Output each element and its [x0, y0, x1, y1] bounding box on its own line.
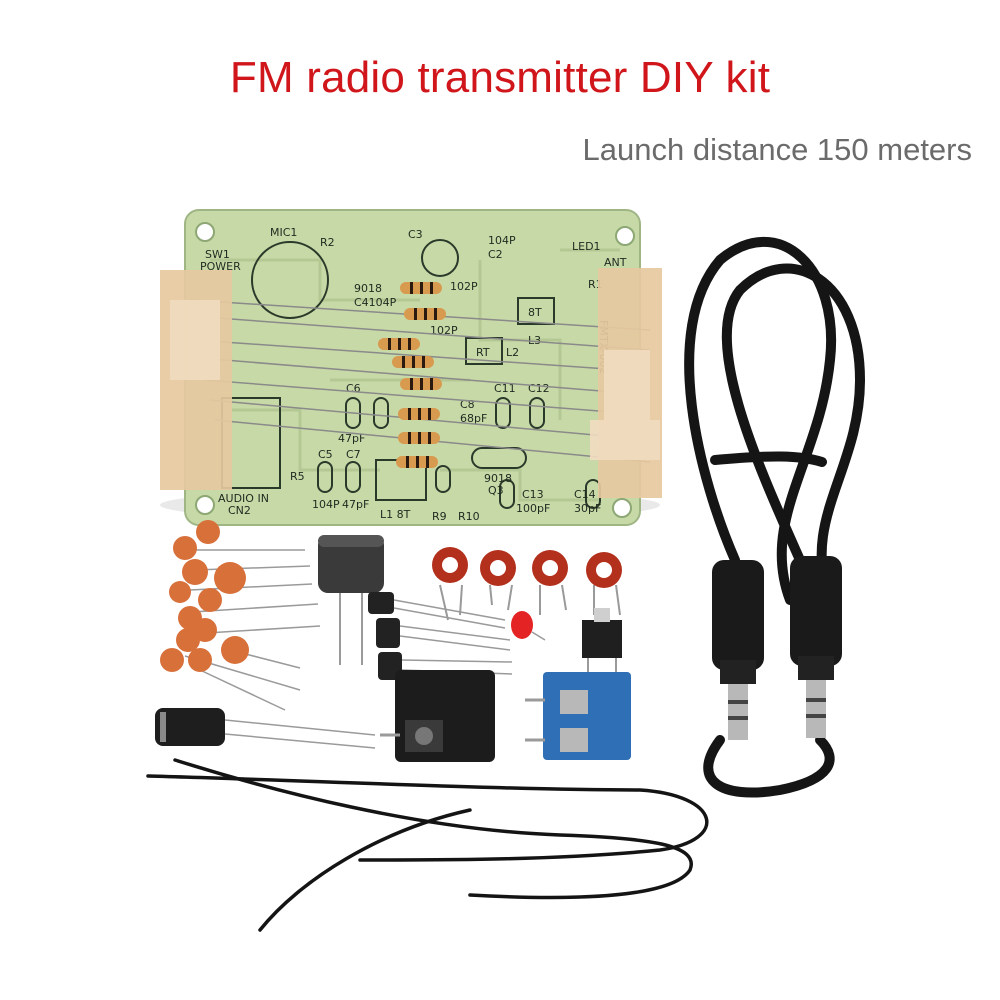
audio-jack-right — [790, 556, 842, 738]
inductor-coils — [432, 547, 622, 621]
audio-cable — [684, 236, 866, 798]
label-c5-val: 104P — [312, 498, 340, 511]
label-c14-val: 30pF — [574, 502, 601, 515]
label-c104p-top: 104P — [488, 234, 516, 247]
ceramic-capacitors — [160, 520, 321, 711]
label-c7: C7 — [346, 448, 361, 461]
label-power: POWER — [200, 260, 241, 273]
label-mic1: MIC1 — [270, 226, 297, 239]
label-r2: R2 — [320, 236, 335, 249]
label-sw1: SW1 — [205, 248, 230, 261]
label-q3-ref: Q3 — [488, 484, 504, 497]
label-l1: L1 8T — [380, 508, 411, 521]
label-cn2: CN2 — [228, 504, 251, 517]
label-ant: ANT — [604, 256, 627, 269]
mic-footprint — [251, 241, 329, 319]
label-c2: C2 — [488, 248, 503, 261]
transistors — [368, 592, 513, 680]
label-c3: C3 — [408, 228, 423, 241]
label-c5: C5 — [318, 448, 333, 461]
label-c8-val: 68pF — [460, 412, 487, 425]
label-c102p-a: 102P — [450, 280, 478, 293]
label-c13: C13 — [522, 488, 544, 501]
red-led — [511, 611, 546, 641]
label-r10: R10 — [458, 510, 480, 523]
label-c14: C14 — [574, 488, 596, 501]
label-audio-in: AUDIO IN — [218, 492, 269, 505]
label-q3-model: 9018 — [484, 472, 512, 485]
push-switch — [582, 608, 622, 678]
label-8t: 8T — [528, 306, 542, 319]
subheadline: Launch distance 150 meters — [582, 132, 972, 167]
electrolytic-capacitor — [155, 708, 376, 749]
microphone — [318, 535, 384, 665]
label-c12: C12 — [528, 382, 550, 395]
audio-socket — [380, 670, 495, 762]
label-r9: R9 — [432, 510, 447, 523]
label-rt: RT — [476, 346, 490, 359]
label-l3: L3 — [528, 334, 541, 347]
headline: FM radio transmitter DIY kit — [229, 53, 771, 102]
label-c4: C4104P — [354, 296, 397, 309]
label-c13-val: 100pF — [516, 502, 550, 515]
audio-jack-left — [712, 560, 764, 740]
terminal-block — [525, 672, 631, 760]
label-c6: C6 — [346, 382, 361, 395]
label-c7-val: 47pF — [342, 498, 369, 511]
antenna-wire — [146, 758, 709, 932]
label-r5: R5 — [290, 470, 305, 483]
label-c11: C11 — [494, 382, 516, 395]
label-c6-val: 47pF — [338, 432, 365, 445]
label-led1: LED1 — [572, 240, 601, 253]
label-q1-model: 9018 — [354, 282, 382, 295]
label-l2: L2 — [506, 346, 519, 359]
resistor-bundle — [160, 268, 662, 498]
